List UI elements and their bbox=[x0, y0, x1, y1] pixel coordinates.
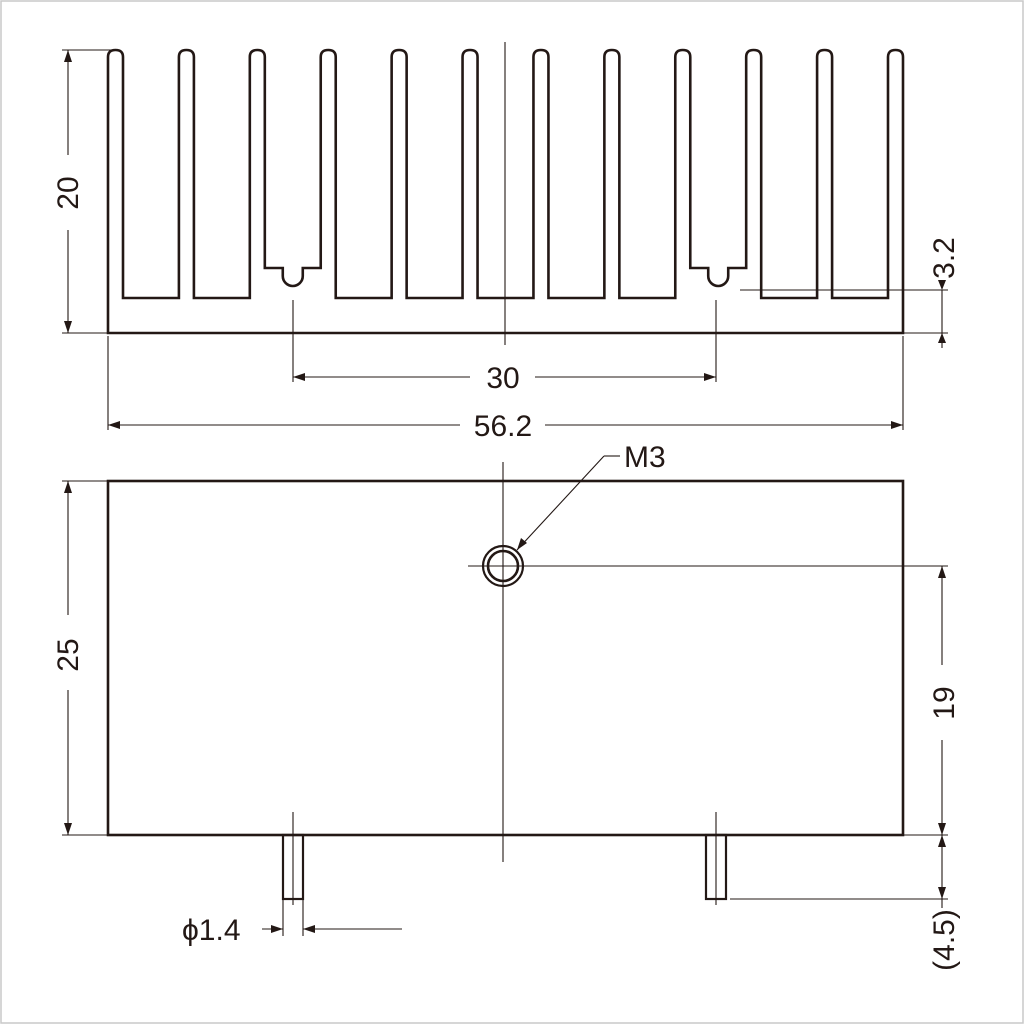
thread-label: M3 bbox=[624, 441, 666, 474]
top-height-label: 20 bbox=[52, 176, 85, 209]
pin-length-label: (4.5) bbox=[928, 909, 961, 971]
dim-pin-diameter: ϕ1.4 bbox=[182, 899, 402, 947]
top-view: 20 3.2 30 bbox=[52, 42, 961, 443]
m3-leader: M3 bbox=[516, 441, 666, 551]
pin-diameter-label: ϕ1.4 bbox=[182, 914, 241, 947]
side-height-label: 25 bbox=[52, 638, 85, 671]
slot-pitch-label: 30 bbox=[486, 362, 519, 395]
m3-hole bbox=[481, 544, 525, 588]
dim-hole-offset: 19 bbox=[540, 565, 961, 836]
dim-pin-length: (4.5) bbox=[730, 835, 961, 971]
dim-total-width: 56.2 bbox=[107, 336, 904, 443]
base-plate-outline bbox=[106, 479, 905, 837]
fin-profile-outline bbox=[106, 48, 905, 335]
dim-slot-pitch: 30 bbox=[292, 300, 717, 395]
pin-right bbox=[704, 812, 728, 905]
total-width-label: 56.2 bbox=[474, 410, 532, 443]
slot-depth-label: 3.2 bbox=[928, 237, 961, 279]
pin-left bbox=[281, 812, 305, 905]
side-view: M3 25 19 bbox=[52, 441, 961, 971]
dim-side-height: 25 bbox=[52, 480, 108, 836]
dim-top-height: 20 bbox=[52, 49, 118, 334]
dim-slot-depth: 3.2 bbox=[740, 237, 961, 348]
hole-offset-label: 19 bbox=[928, 686, 961, 719]
